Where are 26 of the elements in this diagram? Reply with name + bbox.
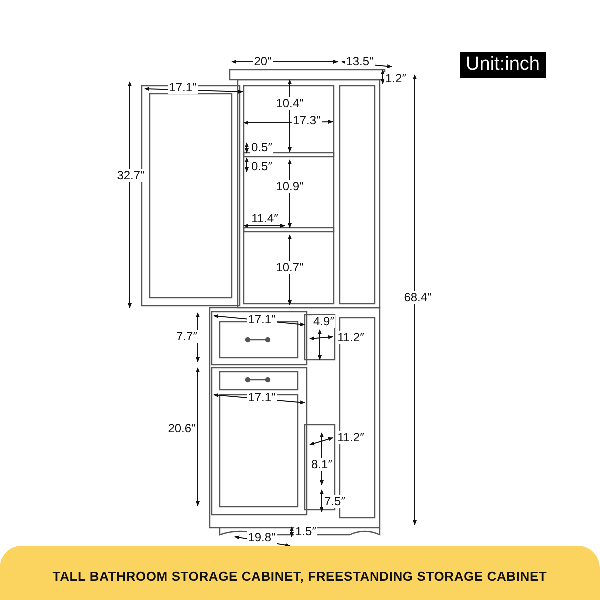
dimension-label: 0.5″ [250,142,274,154]
dimension-label: 13.5″ [345,56,375,68]
unit-label: Unit:inch [460,52,546,78]
dimension-label: 20″ [253,56,273,68]
dimension-label: 10.4″ [275,98,305,110]
dimension-label: 4.9″ [312,316,336,328]
dimension-label: 17.1″ [168,82,198,94]
dimension-label: 11.2″ [336,332,366,344]
dimension-label: 10.9″ [275,180,305,194]
dimension-label: 68.4″ [403,292,433,304]
dimension-label: 0.5″ [250,160,274,174]
dimension-label: 8.1″ [310,458,334,472]
dimension-label: 1.5″ [294,526,318,538]
dimension-label: 1.2″ [384,72,408,86]
dimension-label: 11.4″ [250,212,280,226]
dimension-label: 32.7″ [116,170,146,182]
dimension-label: 17.3″ [292,114,322,128]
dimension-label: 17.1″ [247,314,277,326]
dimension-label: 11.2″ [336,432,366,444]
dimension-label: 20.6″ [167,422,197,436]
dimension-label: 7.7″ [176,330,198,344]
dimension-label: 10.7″ [275,262,305,274]
dimension-label: 19.8″ [247,532,277,544]
dimension-label: 7.5″ [324,496,346,508]
caption: TALL BATHROOM STORAGE CABINET, FREESTANDING STORAGE CABINET [52,569,548,584]
dimension-label: 17.1″ [247,392,277,404]
